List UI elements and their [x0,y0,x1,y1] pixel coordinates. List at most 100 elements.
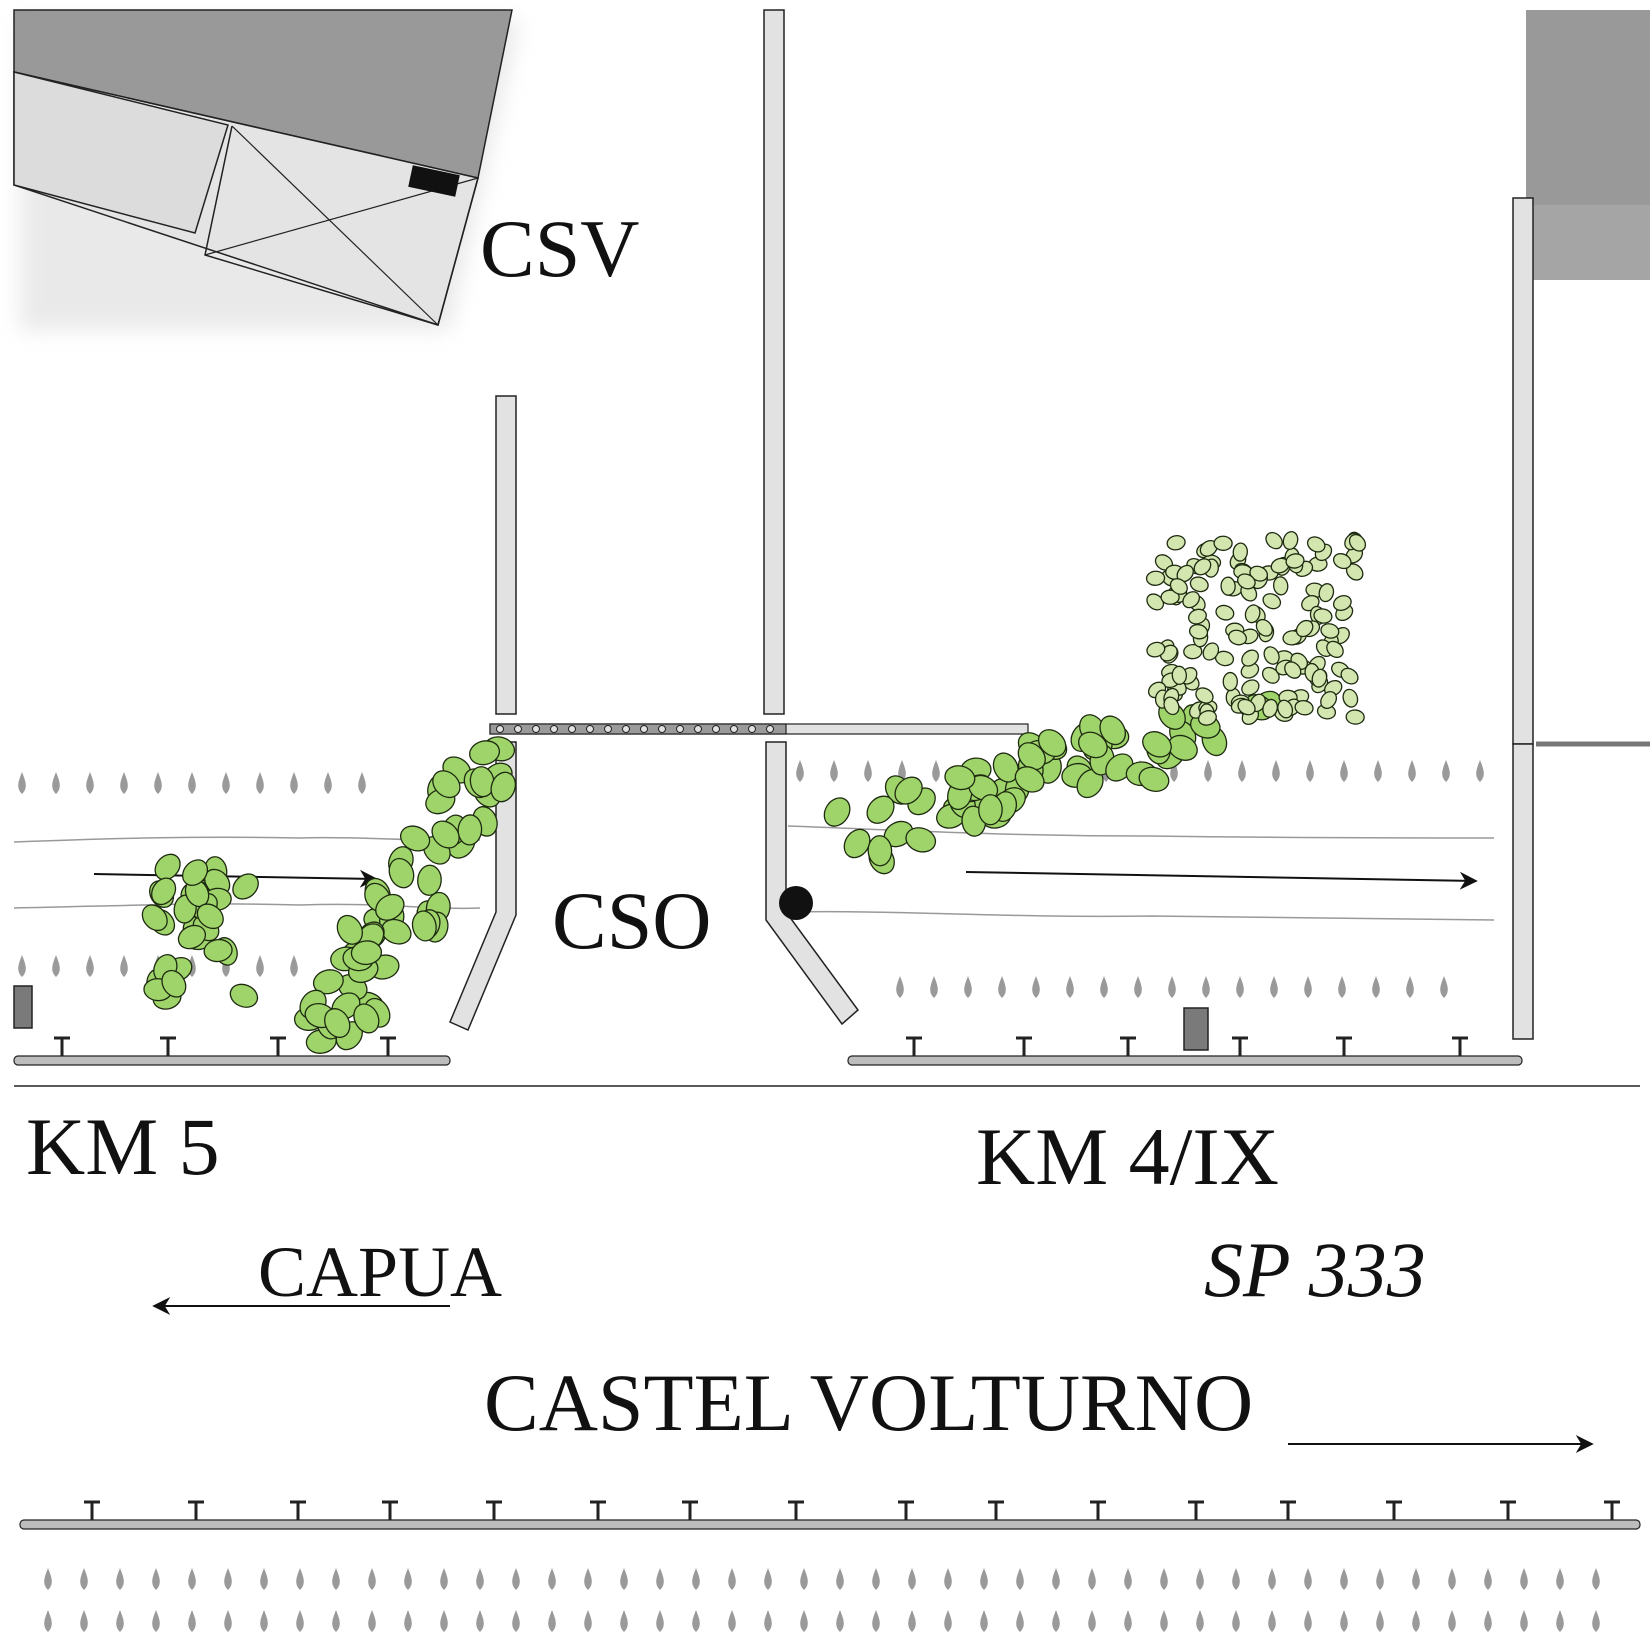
rain-drop [620,1568,628,1590]
leaf [1282,531,1299,551]
sliding-gate [489,723,1029,735]
rain-drop [1052,1568,1060,1590]
leaf [1099,715,1126,746]
leaf [196,903,224,930]
rail-post [1016,1036,1032,1056]
rain-drop [188,1568,196,1590]
leaf [1320,623,1340,639]
rain-drop [1448,1610,1456,1632]
rain-drop [1202,976,1210,998]
rain-drop [1052,1610,1060,1632]
rain-drop [830,760,838,782]
rain-drop [930,976,938,998]
leaf [1345,709,1365,725]
leaf [1142,731,1172,758]
leaf [181,859,209,886]
gate-roller [532,725,540,733]
leaf [1160,589,1180,605]
sp-label: SP 333 [1204,1226,1426,1313]
rail-post [84,1500,100,1520]
leaf [1311,668,1328,688]
leaf [1342,688,1359,708]
left-meter-box [13,985,33,1029]
rain-drop [188,772,196,794]
rail-post [1188,1500,1204,1520]
rain-drop [1592,1610,1600,1632]
rain-drop [1100,976,1108,998]
leaf [1183,643,1203,660]
leaf [823,797,851,827]
castel-volturno-label: CASTEL VOLTURNO [484,1357,1253,1448]
rail-post [54,1036,70,1056]
rain-drop [998,976,1006,998]
rain-drop [548,1568,556,1590]
csv-building [13,9,520,330]
rain-drop [1016,1610,1024,1632]
leaf [1166,534,1186,551]
leaf [1220,576,1236,596]
rain-drop [1124,1610,1132,1632]
rain-drop [154,772,162,794]
leaf [905,827,937,853]
rain-drop [152,1610,160,1632]
rain-drop [1272,760,1280,782]
rain-drop [908,1610,916,1632]
rain-drop [620,1610,628,1632]
gate-roller [676,725,684,733]
rail-post [988,1500,1004,1520]
right-meter-box [1183,1007,1209,1051]
rain-drop [1088,1610,1096,1632]
leaf [350,940,383,966]
rain-drop [1134,976,1142,998]
leaf [866,795,895,824]
leaf [1193,558,1212,576]
leaf [469,740,501,766]
walls [449,9,1534,1040]
leaf [1318,583,1335,603]
rain-drop [512,1568,520,1590]
rain-drop [656,1610,664,1632]
leaf [843,828,871,859]
leaf [1237,698,1256,716]
leaf [1340,667,1359,685]
rail-post [788,1500,804,1520]
rain-drop [290,772,298,794]
rain-drop [296,1610,304,1632]
guard-rail [19,1519,1641,1530]
rain-drop [1268,1568,1276,1590]
leaf [1249,565,1268,582]
rain-drop [332,1568,340,1590]
leaf [1146,593,1165,611]
leaf [1138,766,1170,792]
right-corner-wall [765,741,860,1026]
rain-drop [796,760,804,782]
leaf [1014,766,1045,793]
rain-drop [1340,1568,1348,1590]
leaf [1171,665,1188,685]
rain-drop [18,772,26,794]
rain-drop [1304,1610,1312,1632]
rain-drop [864,760,872,782]
rain-drop [1408,760,1416,782]
leaf [1169,578,1188,595]
rain-drop [764,1610,772,1632]
leaf [1263,646,1280,665]
leaf [1306,536,1326,553]
rain-drop [476,1568,484,1590]
leaf [1037,729,1067,758]
leaf [1348,533,1367,552]
rain-drop [1520,1568,1528,1590]
leaf [177,924,207,950]
rain-drop [476,1610,484,1632]
gate-roller [712,725,720,733]
rain-drop [324,772,332,794]
rain-drop [584,1568,592,1590]
gate-roller [658,725,666,733]
gate-roller [568,725,576,733]
rain-drop [1340,1610,1348,1632]
leaf [431,820,460,849]
rain-drop [332,1610,340,1632]
csv-label: CSV [480,203,640,294]
rail-post [1336,1036,1352,1056]
rail-post [1120,1036,1136,1056]
